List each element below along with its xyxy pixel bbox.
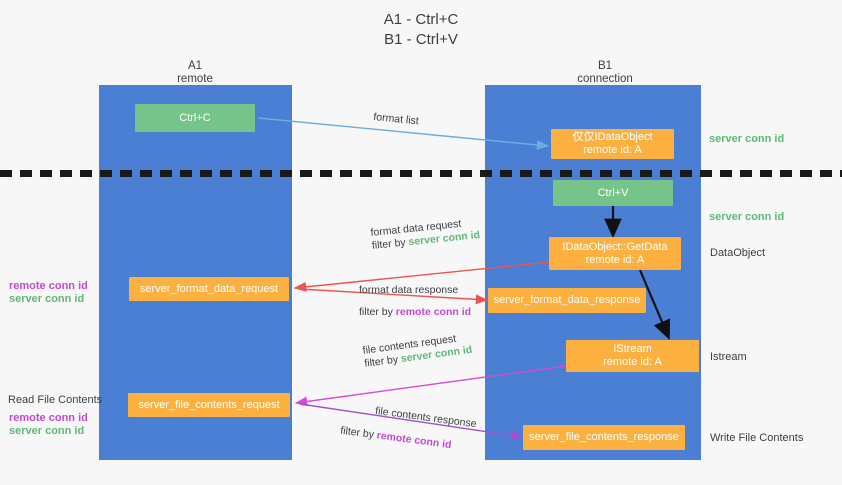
edge-format-data-response-line1: format data response — [359, 284, 459, 296]
node-server-format-data-response-label: server_format_data_response — [493, 294, 641, 306]
phase-separator — [0, 170, 842, 177]
title-line-2: B1 - Ctrl+V — [384, 31, 458, 48]
edge-file-contents-response-filter-prefix: filter by — [339, 424, 378, 442]
node-server-format-data-request-label: server_format_data_request — [139, 282, 279, 295]
column-header-b1: B1 connection — [540, 60, 670, 86]
node-istream[interactable]: IStream remote id: A — [566, 340, 699, 372]
edge-label-format-data-request: format data request filter by server con… — [370, 216, 481, 253]
column-b1-name: B1 — [597, 60, 613, 72]
right-label-dataobject: DataObject — [710, 247, 766, 259]
left-label-remote-conn-id-2: remote conn id — [9, 412, 88, 424]
column-header-a1: A1 remote — [130, 60, 260, 86]
left-label-server-conn-id-2: server conn id — [9, 425, 85, 437]
page-title: A1 - Ctrl+C B1 - Ctrl+V — [0, 10, 842, 50]
column-a1-name: A1 — [187, 60, 203, 72]
title-line-1: A1 - Ctrl+C — [383, 11, 459, 28]
edge-format-data-response-filter: filter by remote conn id — [359, 306, 471, 319]
right-label-write-file-contents: Write File Contents — [710, 432, 804, 444]
node-ctrl-v[interactable]: Ctrl+V — [553, 180, 673, 206]
edge-file-contents-response-filter-value: remote conn id — [376, 429, 453, 452]
left-label-read-file-contents: Read File Contents — [8, 394, 103, 406]
node-server-format-data-response[interactable]: server_format_data_response — [488, 288, 646, 313]
node-server-file-contents-response-label: server_file_contents_response — [529, 431, 679, 443]
left-label-remote-conn-id-1: remote conn id — [9, 280, 88, 292]
edge-label-format-list: format list — [372, 111, 420, 128]
node-ctrl-c[interactable]: Ctrl+C — [135, 104, 255, 132]
column-b1-sub: connection — [577, 73, 633, 85]
node-server-format-data-request[interactable]: server_format_data_request — [129, 277, 289, 301]
edge-format-data-request-filter-prefix: filter by — [371, 236, 410, 252]
node-ctrl-v-label: Ctrl+V — [597, 186, 629, 199]
edge-label-file-contents-response: file contents response filter by remote … — [340, 405, 478, 455]
edge-format-data-response-filter-prefix: filter by — [359, 306, 396, 318]
right-label-server-conn-id-mid: server conn id — [709, 211, 785, 223]
node-getdata-line1: IDataObject::GetData — [562, 240, 668, 253]
edge-label-format-list-text: format list — [372, 111, 420, 128]
node-idataobject-line2: remote id: A — [583, 144, 642, 156]
edge-format-data-response-filter-value: remote conn id — [395, 306, 472, 318]
node-server-file-contents-request[interactable]: server_file_contents_request — [128, 393, 290, 417]
node-ctrl-c-label: Ctrl+C — [179, 111, 211, 124]
node-idataobject-line1: 仅仅IDataObject — [572, 131, 653, 143]
node-getdata-line2: remote id: A — [585, 253, 645, 266]
node-server-file-contents-request-label: server_file_contents_request — [138, 398, 280, 411]
edge-label-file-contents-request: file contents request filter by server c… — [362, 331, 473, 371]
column-a1-sub: remote — [177, 73, 213, 85]
right-label-istream: Istream — [710, 351, 747, 363]
node-istream-line1: IStream — [613, 343, 652, 355]
edge-file-contents-response-line1: file contents response — [374, 405, 478, 431]
edge-file-contents-response-filter: filter by remote conn id — [339, 425, 474, 455]
right-label-server-conn-id-top: server conn id — [709, 133, 785, 145]
node-server-file-contents-response[interactable]: server_file_contents_response — [523, 425, 685, 450]
node-idataobject[interactable]: 仅仅IDataObject remote id: A — [551, 129, 674, 159]
node-idataobject-getdata[interactable]: IDataObject::GetData remote id: A — [549, 237, 681, 270]
edge-label-format-data-response: format data response filter by remote co… — [359, 284, 471, 319]
left-label-server-conn-id-1: server conn id — [9, 293, 85, 305]
node-istream-line2: remote id: A — [603, 356, 662, 368]
